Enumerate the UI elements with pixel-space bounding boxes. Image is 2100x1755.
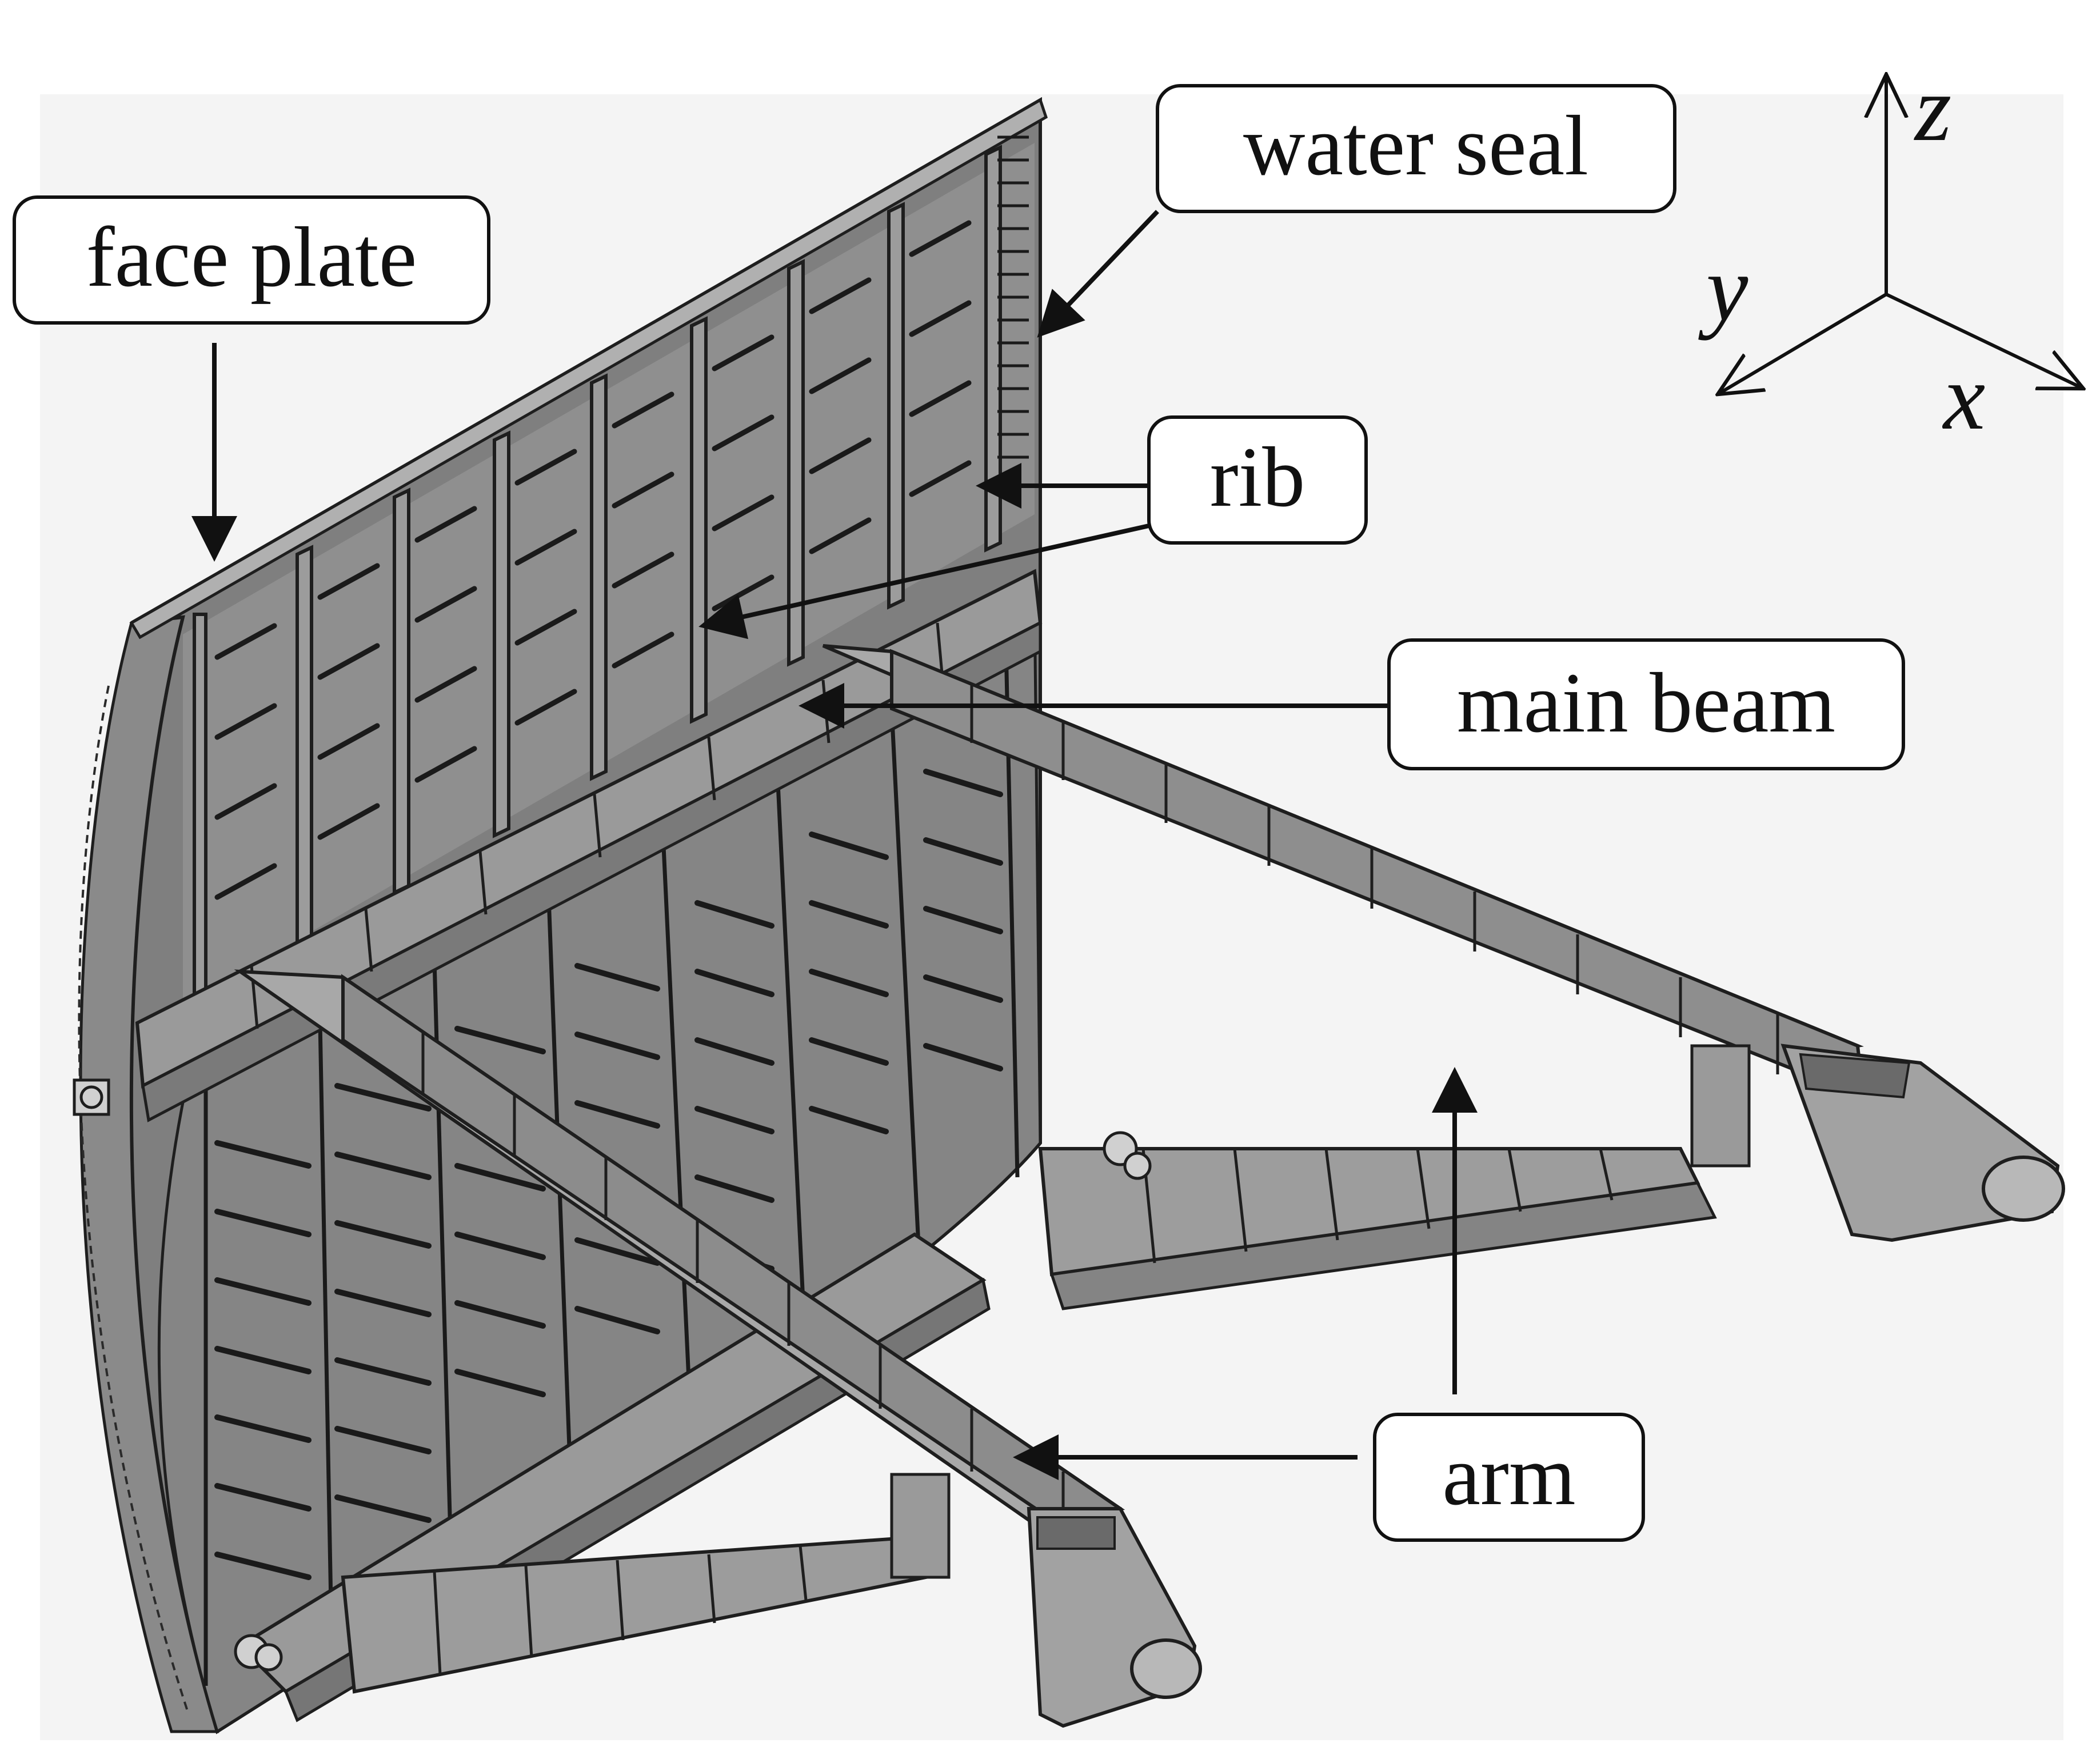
callout-rib: rib bbox=[1147, 415, 1368, 545]
upper-arm bbox=[822, 644, 2065, 1310]
label-water-seal: water seal bbox=[1243, 98, 1588, 193]
callout-main-beam: main beam bbox=[1387, 638, 1905, 770]
label-face-plate: face plate bbox=[86, 210, 417, 305]
lower-arm bbox=[234, 969, 1202, 1728]
axis-label-x: x bbox=[1942, 345, 1985, 449]
upper-stiffeners bbox=[214, 220, 972, 900]
vertical-ribs bbox=[193, 145, 1002, 1014]
callout-arm: arm bbox=[1373, 1413, 1645, 1542]
callout-water-seal: water seal bbox=[1156, 84, 1676, 213]
callout-face-plate: face plate bbox=[13, 195, 490, 325]
label-main-beam: main beam bbox=[1457, 655, 1835, 750]
x-axis-line bbox=[1885, 293, 2083, 389]
water-seal-strip bbox=[997, 135, 1029, 459]
axis-label-y: y bbox=[1698, 236, 1748, 341]
coordinate-axes: z y x bbox=[1698, 56, 2083, 449]
label-arm: arm bbox=[1442, 1428, 1575, 1523]
pin-details bbox=[73, 1078, 1152, 1672]
arrow-water-seal bbox=[1037, 210, 1159, 338]
y-axis-line bbox=[1718, 293, 1887, 394]
axis-label-z: z bbox=[1914, 56, 1951, 161]
label-rib: rib bbox=[1210, 430, 1305, 525]
arrow-rib-lower bbox=[698, 523, 1149, 639]
